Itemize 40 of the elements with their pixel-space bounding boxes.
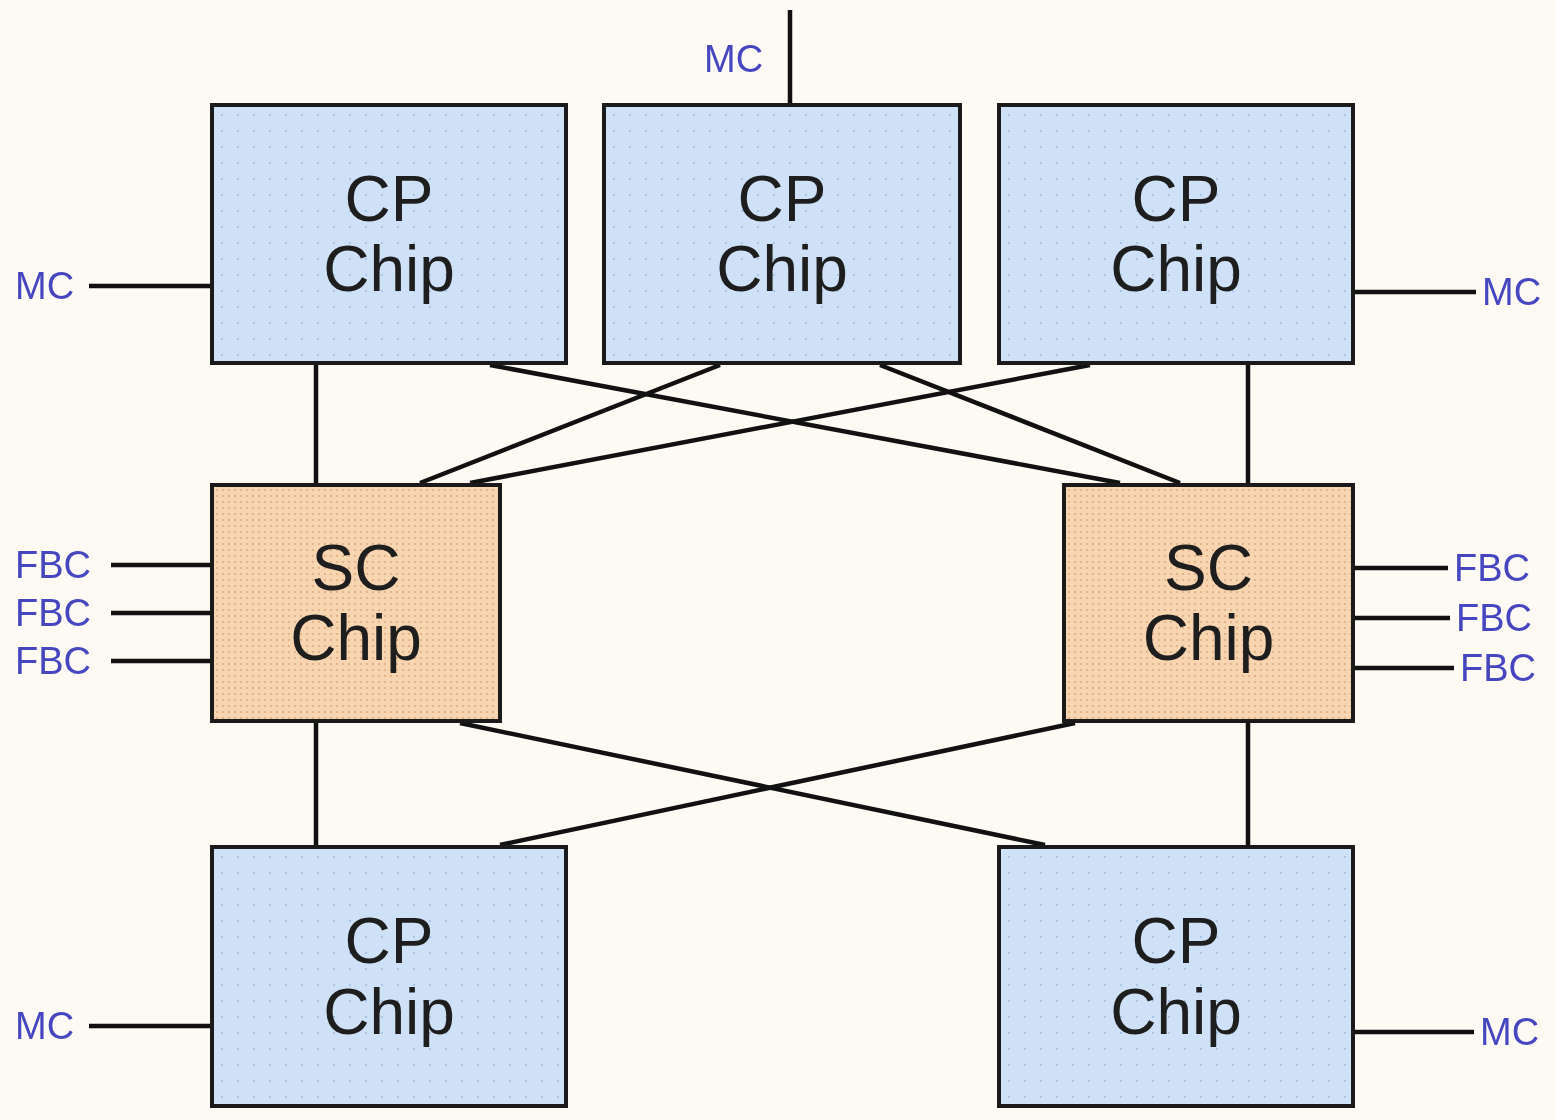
connector-line (89, 1023, 210, 1029)
connector-line (1355, 615, 1450, 621)
edge-label: MC (704, 40, 764, 78)
connector-line (1355, 289, 1476, 295)
connector-line (313, 365, 319, 483)
port-label: FBC (1456, 598, 1548, 638)
port-label: FBC (15, 545, 105, 585)
connector-line (1355, 1029, 1474, 1035)
cp-chip-box (997, 103, 1355, 365)
port-label: MC (15, 1006, 83, 1046)
connector-line (1355, 665, 1454, 671)
port-label: FBC (15, 593, 105, 633)
connector-line (1245, 723, 1251, 845)
chip-label: SC Chip (289, 532, 423, 674)
connector-line (111, 562, 210, 568)
port-label: MC (1482, 272, 1550, 312)
cp-chip-box (210, 845, 568, 1108)
sc-chip-box (210, 483, 502, 723)
port-label: MC (15, 266, 83, 306)
chip-label: CP Chip (1109, 906, 1243, 1047)
sc-chip-box (1062, 483, 1355, 723)
cp-chip-box (997, 845, 1355, 1108)
connector-line (1245, 365, 1251, 483)
connector-line (111, 658, 210, 664)
connector-line (787, 10, 793, 103)
chip-label: SC Chip (1141, 532, 1276, 674)
connector-line (111, 610, 210, 616)
port-label: FBC (1454, 548, 1546, 588)
cp-chip-box (210, 103, 568, 365)
connector-line (313, 723, 319, 845)
connector-line (89, 283, 210, 289)
port-label: MC (1480, 1012, 1548, 1052)
chip-label: CP Chip (322, 163, 456, 305)
chip-label: CP Chip (322, 906, 456, 1047)
cp-chip-box (602, 103, 962, 365)
chip-label: CP Chip (1109, 163, 1243, 305)
chip-label: CP Chip (715, 163, 849, 305)
port-label: FBC (1460, 648, 1552, 688)
port-label: FBC (15, 641, 105, 681)
connector-line (1355, 565, 1448, 571)
